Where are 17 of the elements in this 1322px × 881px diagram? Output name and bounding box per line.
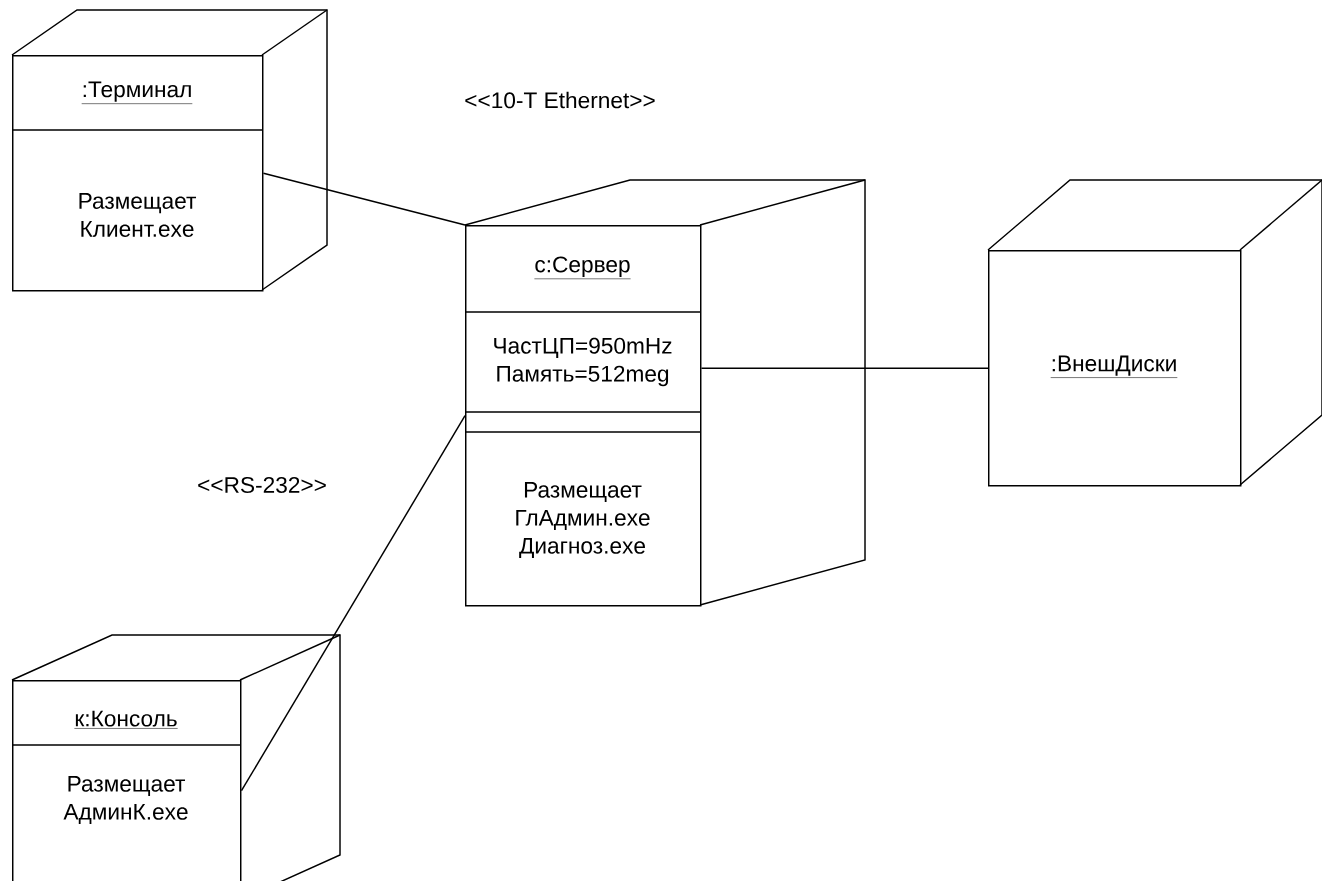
connector-line: [240, 415, 466, 792]
node-text: Размещает ГлАдмин.exe Диагноз.exe: [516, 481, 650, 559]
device-cube: [987, 179, 1322, 487]
device-cube: [11, 9, 328, 292]
node-title: с:Сервер: [534, 256, 631, 280]
node-text: Размещает Клиент.exe: [79, 193, 196, 237]
node-title: :ВнешДиски: [1050, 355, 1178, 378]
node-title: :Терминал: [81, 81, 193, 104]
connector-line: [262, 172, 466, 226]
device-cube: [464, 179, 866, 607]
node-text: Размещает АдминК.exe: [63, 775, 188, 825]
node-title: к:Консоль: [74, 710, 178, 729]
edge-label: <<RS-232>>: [194, 474, 330, 496]
connector-line: [700, 367, 989, 369]
device-cube: [11, 634, 341, 881]
edge-label: <<10-T Ethernet>>: [461, 89, 659, 111]
node-text: ЧастЦП=950mHz Память=512meg: [494, 337, 672, 387]
